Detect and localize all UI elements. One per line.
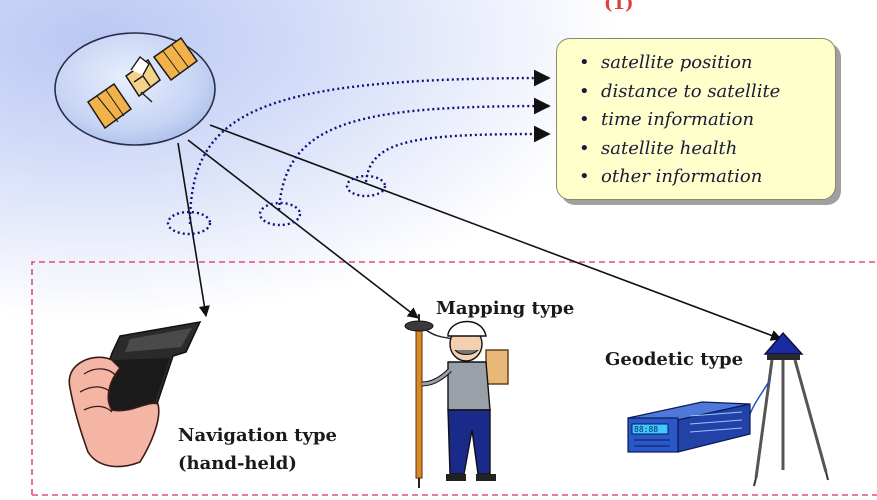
info-item-distance-to-satellite: •distance to satellite — [579, 80, 781, 102]
handheld-receiver-icon — [68, 321, 202, 468]
signal-loop-3 — [345, 174, 387, 198]
info-item-satellite-health: •satellite health — [579, 137, 738, 159]
mapping-type-label: Mapping type — [436, 298, 575, 319]
data-curve-1 — [188, 69, 551, 225]
info-item-time-information: •time information — [579, 109, 755, 130]
satellite-icon — [54, 32, 216, 146]
navigation-type-title: Navigation type — [178, 425, 337, 446]
signal-line-mapping — [187, 139, 419, 319]
receiver-frame — [31, 261, 877, 495]
surveyor-icon — [404, 314, 509, 488]
broadcast-info-box: •satellite position •distance to satelli… — [556, 38, 836, 200]
data-curve-2 — [277, 97, 551, 211]
signal-line-navigation — [177, 142, 210, 318]
slide-corner-mark: (1) — [604, 0, 634, 14]
receiver-display: 88:88 — [634, 425, 658, 434]
info-item-satellite-position: •satellite position — [579, 52, 753, 73]
geodetic-type-label: Geodetic type — [605, 349, 744, 370]
signal-loop-1 — [166, 210, 212, 236]
navigation-type-label: Navigation type (hand-held) — [178, 422, 337, 478]
data-curve-3 — [364, 125, 551, 183]
info-item-other-information: •other information — [579, 166, 763, 187]
signal-line-geodetic — [209, 124, 783, 341]
signal-loop-2 — [258, 201, 302, 227]
geodetic-receiver-icon: 88:88 — [627, 331, 829, 487]
navigation-type-subtitle: (hand-held) — [178, 453, 297, 474]
